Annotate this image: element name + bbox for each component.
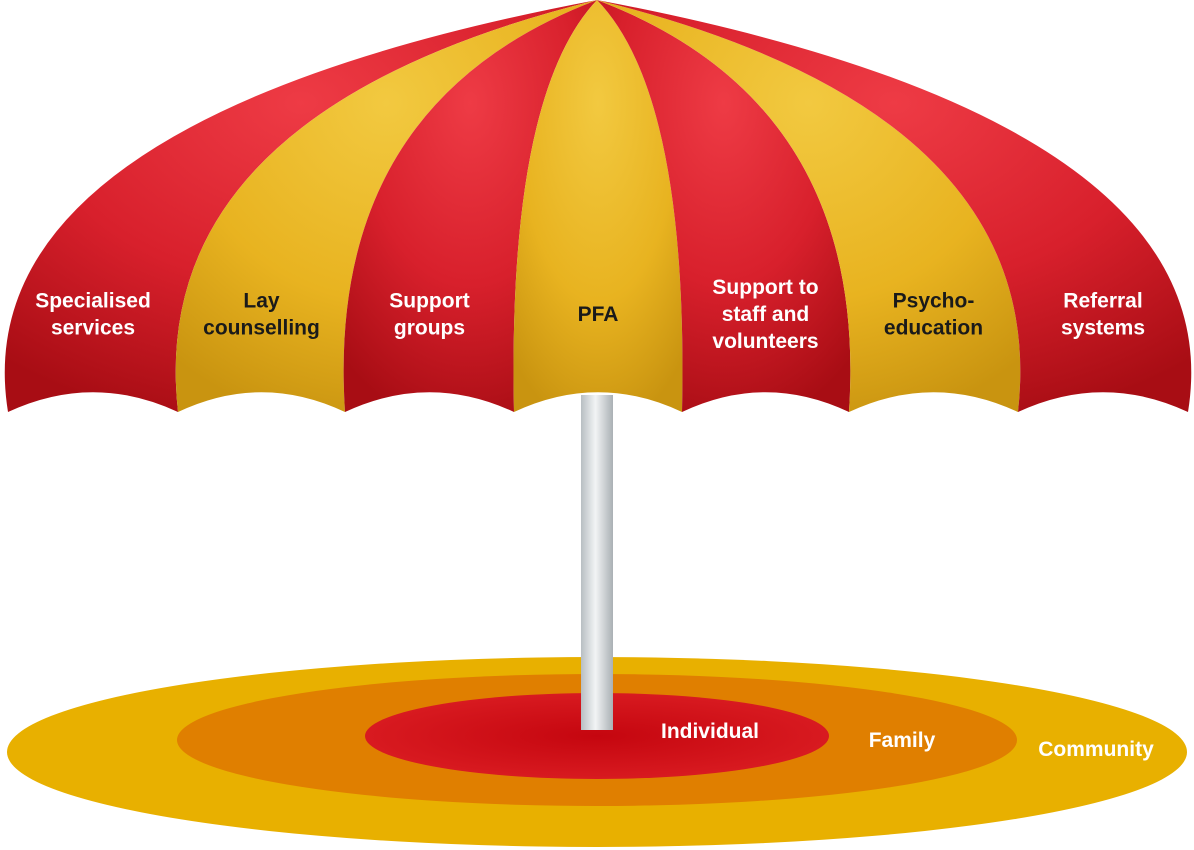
canopy-panel-1	[4, 0, 597, 412]
panel-label-2-line-2: counselling	[203, 317, 320, 340]
panel-label-4-line-1: PFA	[578, 303, 619, 326]
canopy-panel-3	[343, 0, 597, 412]
ring-label-community: Community	[1038, 738, 1154, 761]
panel-label-5-line-2: staff and	[722, 303, 810, 326]
umbrella-pole	[581, 395, 613, 730]
ground-rings	[7, 657, 1187, 847]
ring-labels: Individual Family Community	[661, 720, 1154, 761]
panel-label-3-line-2: groups	[394, 317, 465, 340]
ring-individual	[365, 693, 829, 779]
panel-label-7-line-1: Referral	[1063, 290, 1142, 313]
canopy-panel-5	[597, 0, 851, 412]
umbrella-canopy	[4, 0, 1192, 412]
panel-label-1-line-1: Specialised	[35, 290, 151, 313]
canopy-panel-6	[597, 0, 1021, 412]
panel-label-5-line-1: Support to	[712, 276, 818, 299]
panel-label-6-line-2: education	[884, 317, 983, 340]
canopy-panel-2	[175, 0, 597, 412]
ring-label-family: Family	[869, 729, 936, 752]
panel-label-3-line-1: Support	[389, 290, 469, 313]
canopy-panel-7	[597, 0, 1192, 412]
panel-label-2-line-1: Lay	[243, 290, 280, 313]
panel-label-5-line-3: volunteers	[712, 330, 818, 353]
canopy-panel-4	[513, 0, 683, 412]
ring-label-individual: Individual	[661, 720, 759, 743]
panel-label-6-line-1: Psycho-	[893, 290, 975, 313]
panel-labels: Specialised services Lay counselling Support…	[35, 276, 1145, 353]
panel-label-7-line-2: systems	[1061, 317, 1145, 340]
panel-label-1-line-2: services	[51, 317, 135, 340]
